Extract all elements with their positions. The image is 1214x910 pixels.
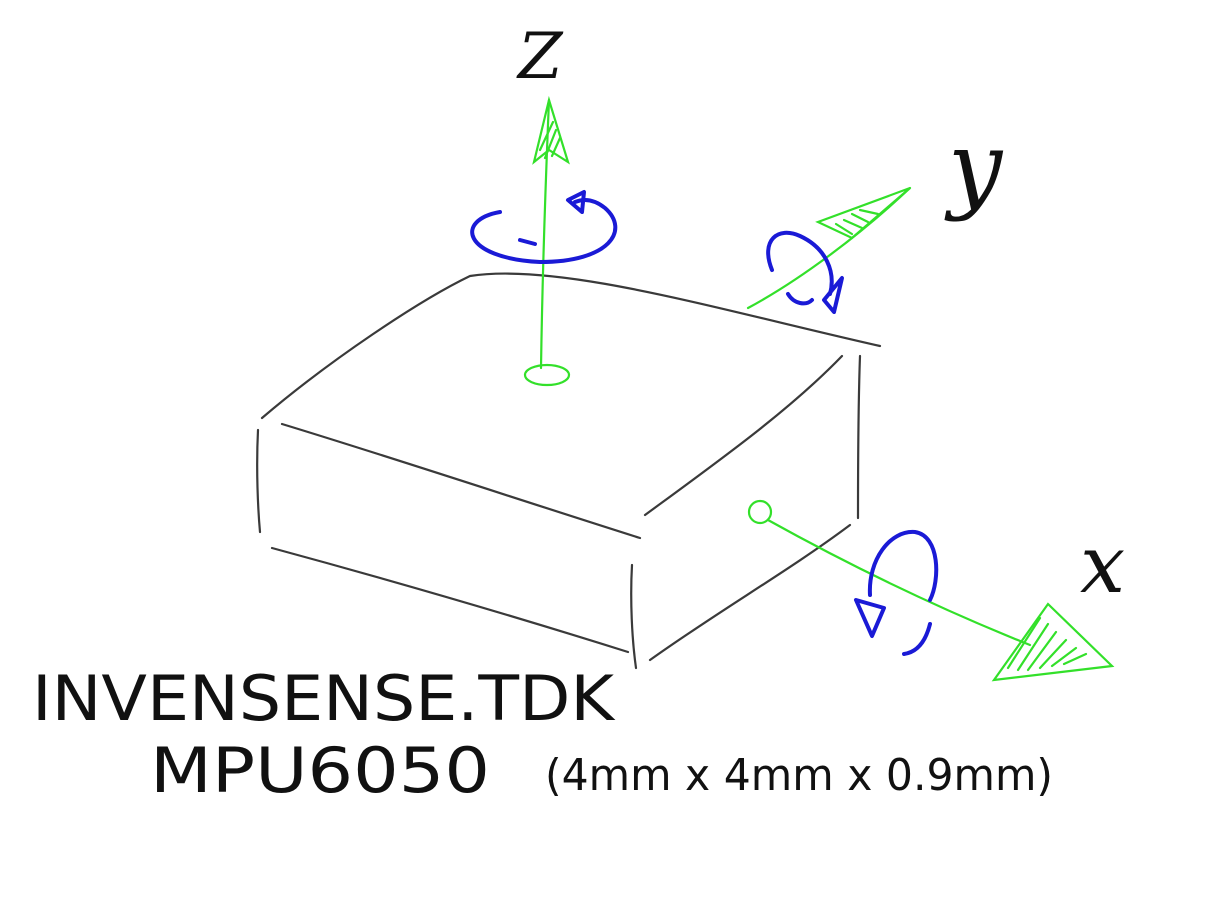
y-rotation-lower-arc <box>786 292 814 306</box>
chip-front-vertical-edge <box>630 563 638 670</box>
y-rotation-arc <box>766 230 834 296</box>
x-axis-hatch <box>1006 616 1088 672</box>
chip-right-vertical-edge <box>856 354 862 520</box>
x-axis-arrowhead <box>991 602 1115 682</box>
caption-dimensions: (4mm x 4mm x 0.9mm) <box>545 750 1053 801</box>
y-axis <box>746 186 912 310</box>
chip-bottom-front-edge <box>270 546 630 654</box>
z-axis-hatch <box>538 120 562 160</box>
x-rotation-lower-arc <box>902 622 932 656</box>
y-rotation-arrowhead <box>822 276 844 314</box>
caption-manufacturer: INVENSENSE.TDK <box>32 662 615 735</box>
z-rotation-indicator <box>470 190 618 264</box>
z-rotation-tail <box>518 238 537 246</box>
chip-package-outline <box>256 272 882 670</box>
x-axis-label: x <box>1080 518 1125 611</box>
x-axis-line <box>766 518 1032 647</box>
z-axis <box>523 95 571 387</box>
y-rotation-indicator <box>766 230 844 314</box>
x-rotation-indicator <box>854 529 939 656</box>
z-axis-origin <box>523 363 571 387</box>
x-rotation-arrowhead <box>854 598 886 638</box>
y-axis-arrowhead <box>815 186 911 240</box>
chip-top-front-edge <box>280 422 642 540</box>
z-axis-line <box>539 98 551 370</box>
chip-left-vertical-edge <box>256 428 262 534</box>
z-axis-label: Z <box>516 20 564 94</box>
chip-top-back-edge <box>260 272 882 420</box>
y-axis-label: y <box>944 111 1004 223</box>
z-rotation-arc <box>470 198 618 264</box>
chip-top-right-edge <box>643 354 844 517</box>
z-axis-arrowhead <box>532 95 570 165</box>
x-rotation-arc <box>867 529 939 602</box>
x-axis <box>747 499 1115 682</box>
caption-part-number: MPU6050 <box>150 734 490 807</box>
chip-bottom-right-edge <box>648 523 852 662</box>
y-axis-hatch <box>834 208 880 236</box>
z-rotation-arrowhead <box>566 190 586 214</box>
x-axis-origin <box>747 499 773 525</box>
